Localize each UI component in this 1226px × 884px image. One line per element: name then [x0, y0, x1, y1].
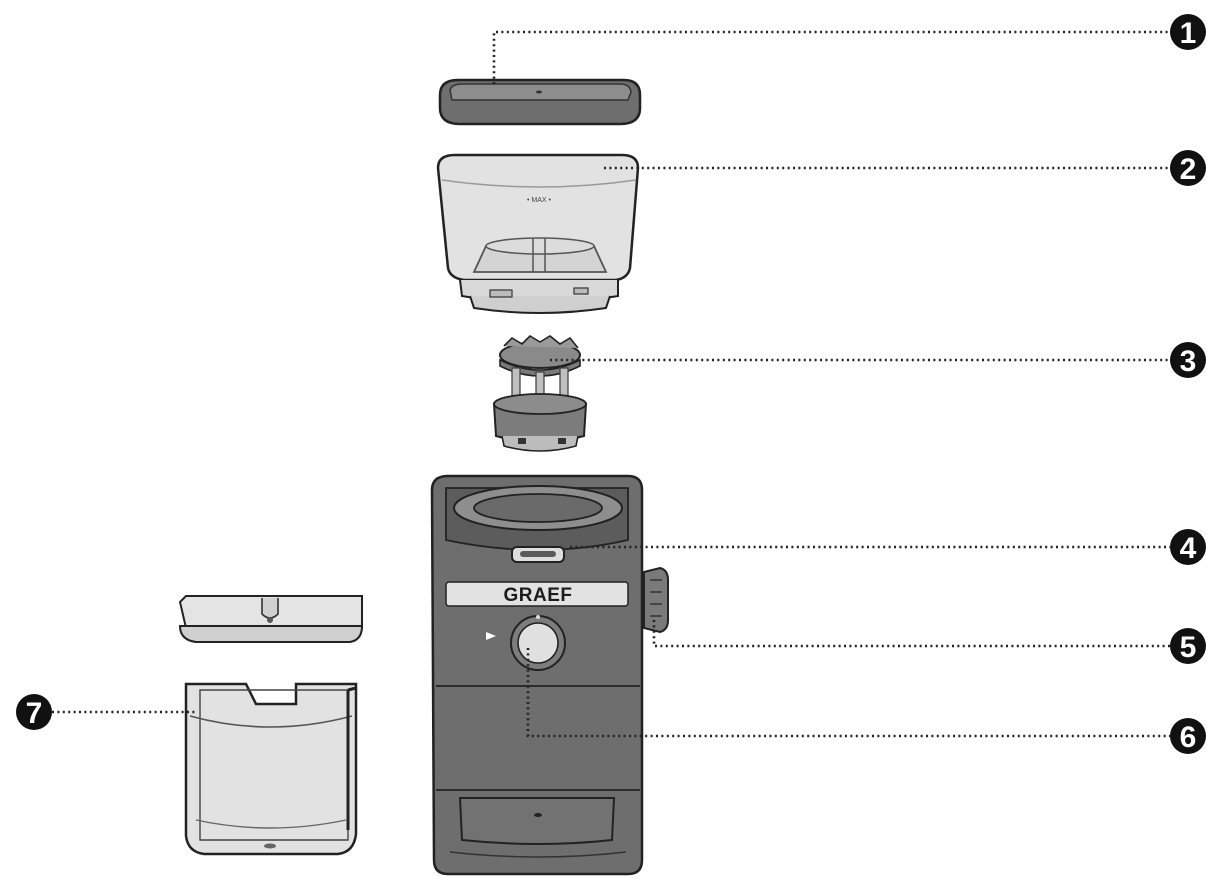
svg-text:3: 3 [1180, 345, 1197, 378]
leader-line-1 [492, 30, 1170, 84]
ground-coffee-container [184, 682, 358, 856]
svg-text:6: 6 [1180, 721, 1197, 754]
bean-hopper: • MAX • [436, 153, 640, 314]
svg-text:1: 1 [1180, 17, 1197, 50]
callout-3: 3 [1170, 342, 1206, 378]
brand-label: GRAEF [504, 585, 573, 606]
svg-text:2: 2 [1180, 153, 1197, 186]
leader-line-5 [652, 620, 1170, 648]
leader-lines [52, 30, 1170, 738]
svg-text:4: 4 [1180, 532, 1197, 565]
callout-1: 1 [1170, 14, 1206, 50]
svg-text:7: 7 [26, 697, 43, 730]
callout-7: 7 [16, 694, 52, 730]
callout-4: 4 [1170, 529, 1206, 565]
coffee-container-lid [178, 595, 364, 643]
svg-text:5: 5 [1180, 631, 1197, 664]
callout-6: 6 [1170, 718, 1206, 754]
grind-adjustment-wheel [643, 566, 669, 634]
svg-text:• MAX •: • MAX • [527, 197, 552, 204]
grinder-body: GRAEF [430, 474, 644, 876]
upper-burr [492, 334, 588, 452]
leader-line-6 [526, 648, 1170, 738]
callout-5: 5 [1170, 628, 1206, 664]
callout-2: 2 [1170, 150, 1206, 186]
hopper-lid [438, 78, 642, 126]
